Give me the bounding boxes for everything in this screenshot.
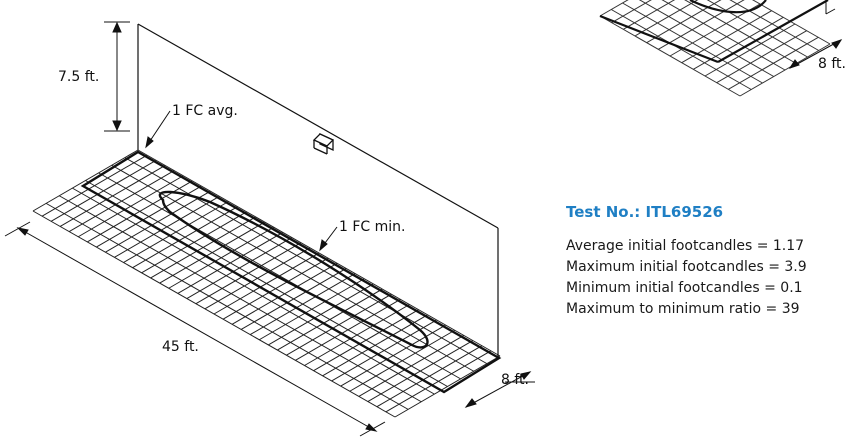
grid-line	[706, 0, 808, 58]
luminaire-icon	[312, 132, 335, 155]
grid-line	[661, 0, 786, 71]
grid-line	[59, 195, 422, 403]
stat-maximum: Maximum initial footcandles = 3.9	[566, 259, 807, 275]
grid-line	[622, 2, 763, 84]
height-dimension	[104, 21, 130, 132]
secondary-floor-grid	[599, 0, 831, 97]
min-callout-label: 1 FC min.	[339, 219, 406, 235]
floor-grid	[32, 149, 501, 418]
grid-line	[611, 0, 652, 24]
secondary-depth-dimension	[788, 0, 843, 69]
grid-line	[111, 164, 474, 372]
grid-line	[638, 0, 774, 77]
grid-line	[684, 0, 797, 64]
grid-line	[751, 0, 831, 45]
test-number-heading: Test No.: ITL69526	[566, 203, 724, 221]
grid-line	[599, 0, 629, 17]
avg-callout-label: 1 FC avg.	[172, 103, 238, 119]
grid-line	[124, 157, 488, 365]
length-label: 45 ft.	[162, 339, 199, 355]
grid-line	[137, 149, 501, 357]
grid-line	[98, 172, 461, 380]
min-callout-leader	[319, 226, 338, 252]
avg-footcandle-boundary	[80, 150, 502, 394]
photometric-stats-list: Average initial footcandles = 1.17 Maxim…	[566, 236, 856, 320]
stat-ratio: Maximum to minimum ratio = 39	[566, 301, 800, 317]
grid-line	[611, 9, 752, 90]
avg-callout-leader	[145, 110, 171, 149]
grid-line	[45, 202, 409, 410]
grid-line	[599, 15, 741, 97]
secondary-depth-label: 8 ft.	[818, 56, 846, 72]
grid-line	[72, 187, 435, 395]
depth-dimension	[464, 371, 535, 408]
stat-minimum: Minimum initial footcandles = 0.1	[566, 280, 803, 296]
stat-average: Average initial footcandles = 1.17	[566, 238, 805, 254]
length-dimension	[4, 221, 386, 437]
grid-line	[32, 210, 396, 418]
wall-outline	[137, 23, 499, 358]
min-footcandle-contour	[159, 190, 429, 349]
grid-line	[85, 180, 448, 387]
height-label: 7.5 ft.	[58, 69, 99, 85]
secondary-floor-outline	[599, 0, 829, 64]
depth-label: 8 ft.	[501, 372, 529, 388]
grid-line	[658, 0, 745, 50]
